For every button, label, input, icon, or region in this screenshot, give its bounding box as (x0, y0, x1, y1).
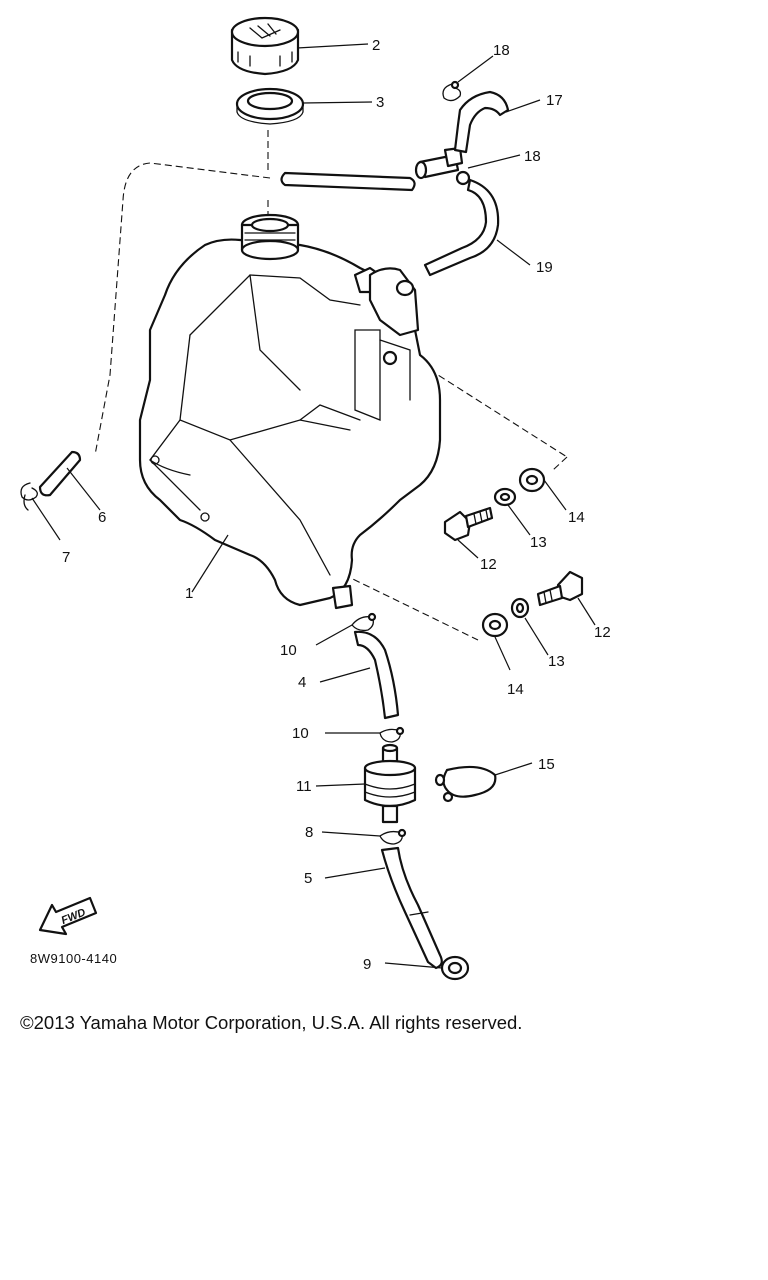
callout-14-lower: 14 (507, 681, 524, 698)
callout-4: 4 (298, 674, 306, 691)
fuel-tank (138, 213, 442, 610)
forward-direction-arrow: FWD (38, 896, 98, 936)
callout-13-lower: 13 (548, 653, 565, 670)
fuel-tank-cap (230, 16, 300, 76)
clip-7 (20, 482, 38, 511)
bolt-12-left (443, 506, 494, 542)
callout-12-right: 12 (594, 624, 611, 641)
callout-10-upper: 10 (280, 642, 297, 659)
hose-6 (38, 450, 82, 497)
fuel-filter (363, 743, 417, 824)
callout-9: 9 (363, 956, 371, 973)
fuel-hose-4 (353, 630, 400, 720)
callout-17: 18 (493, 42, 510, 59)
cap-gasket (235, 87, 305, 125)
drawing-code: 8W9100-4140 (30, 951, 118, 966)
callout-7: 7 (62, 549, 70, 566)
callout-6: 6 (98, 509, 106, 526)
clip-8 (379, 828, 407, 845)
clip-10-lower (379, 726, 405, 743)
callout-13-upper: 13 (530, 534, 547, 551)
callout-2: 2 (372, 37, 380, 54)
callout-1: 1 (185, 585, 193, 602)
washer-13-lower (510, 597, 530, 619)
breather-hose-horizontal (280, 171, 416, 192)
bolt-12-right (536, 570, 584, 607)
callout-11: 11 (296, 778, 312, 795)
callout-10-lower: 10 (292, 725, 309, 742)
damper-14-upper (518, 467, 546, 493)
callout-numbers: 2 3 18 17 18 19 1 6 7 14 13 12 12 13 14 … (62, 37, 611, 973)
t-joint (414, 146, 471, 186)
callout-14-upper: 14 (568, 509, 585, 526)
breather-hose-19 (423, 178, 500, 277)
callout-12-left: 12 (480, 556, 497, 573)
damper-14-lower (481, 612, 509, 638)
clip-17 (442, 80, 462, 102)
callout-18: 18 (524, 148, 541, 165)
clip-15 (434, 765, 497, 803)
callout-16: 17 (546, 92, 563, 109)
callout-5: 5 (304, 870, 312, 887)
callout-leaders (31, 43, 596, 969)
fuel-hose-5 (380, 846, 443, 970)
callout-3: 3 (376, 94, 384, 111)
callout-8: 8 (305, 824, 313, 841)
washer-13-upper (493, 487, 517, 507)
clip-9 (440, 955, 470, 981)
breather-hose-16 (453, 90, 510, 154)
callout-15: 15 (538, 756, 555, 773)
callout-19: 19 (536, 259, 553, 276)
clip-10-upper (351, 612, 377, 632)
copyright-notice: ©2013 Yamaha Motor Corporation, U.S.A. A… (20, 1012, 523, 1033)
